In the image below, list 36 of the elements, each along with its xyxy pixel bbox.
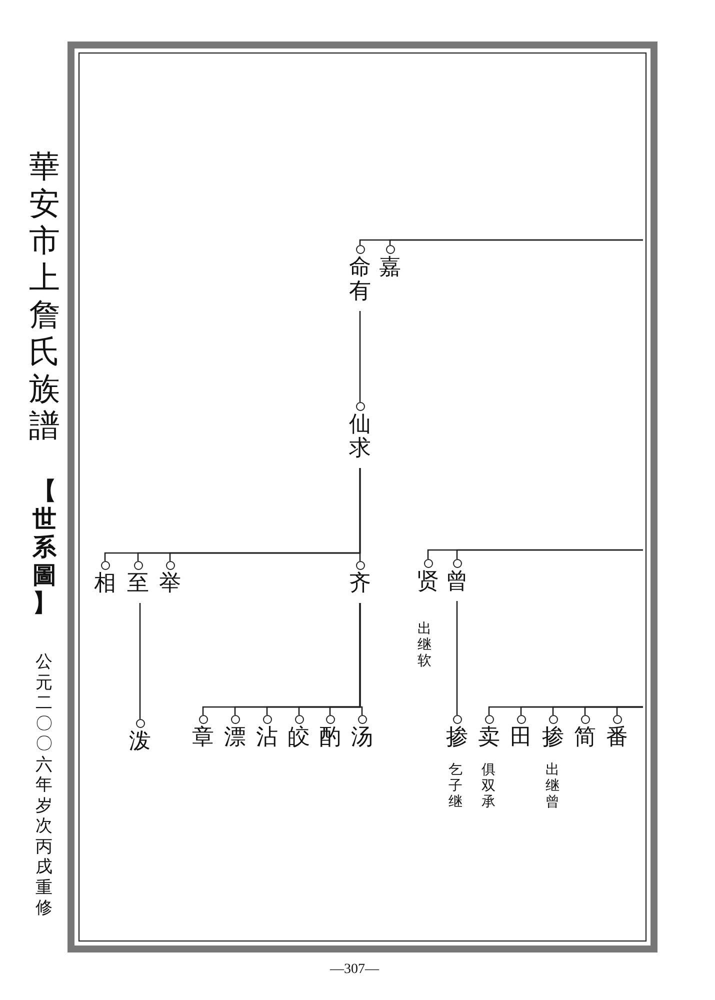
lineage-line — [359, 468, 361, 561]
person-name: 举 — [158, 571, 182, 595]
person-name: 卖 — [477, 725, 501, 749]
annotation-note: 乞子继 — [448, 763, 463, 811]
person-name: 至 — [126, 571, 150, 595]
annotation-note: 出继曾 — [545, 763, 560, 811]
person-name: 泼 — [128, 729, 152, 753]
person-name: 齐 — [348, 571, 372, 595]
lineage-line — [359, 603, 363, 715]
lineage-line — [456, 601, 458, 715]
section-heading: 【世系圖】 — [32, 478, 58, 618]
person-name: 沾 — [255, 725, 279, 749]
date-note: 公元二〇〇六年岁次丙戌重修 — [35, 652, 53, 918]
person-name: 命有 — [348, 255, 372, 303]
person-name: 贤 — [416, 569, 440, 593]
lineage-line — [139, 603, 141, 719]
page-number: —307— — [330, 962, 379, 978]
person-name: 漂 — [223, 725, 247, 749]
person-name: 章 — [191, 725, 215, 749]
title: 華安市上詹氏族譜 — [28, 148, 61, 444]
lineage-line — [359, 311, 361, 402]
person-name: 仙求 — [348, 412, 372, 460]
person-name: 酌 — [318, 725, 342, 749]
person-name: 曾 — [445, 569, 469, 593]
person-name: 掺 — [541, 725, 565, 749]
person-name: 掺 — [445, 725, 469, 749]
person-name: 简 — [573, 725, 597, 749]
person-name: 番 — [605, 725, 629, 749]
lineage-line — [616, 706, 643, 715]
person-name: 嘉 — [378, 255, 402, 279]
person-name: 相 — [93, 571, 117, 595]
annotation-note: 出继软 — [417, 622, 432, 670]
person-name: 皎 — [287, 725, 311, 749]
person-name: 汤 — [350, 725, 374, 749]
person-name: 田 — [509, 725, 533, 749]
annotation-note: 俱双承 — [481, 763, 496, 811]
